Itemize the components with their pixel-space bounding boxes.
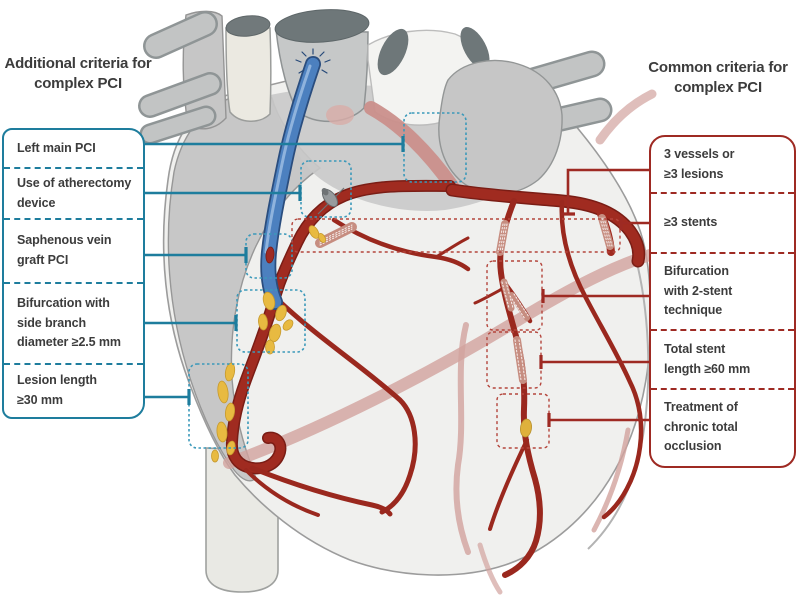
stent (509, 292, 530, 321)
long-lesion-plaque (224, 362, 236, 382)
target-left-main (403, 112, 467, 183)
criteria-lesion-length: Lesion length ≥30 mm (17, 372, 97, 407)
left-criteria-box: Left main PCI Use of atherectomy device … (2, 128, 145, 419)
faded-vessels (223, 89, 666, 595)
bifurcation-plaque (262, 291, 276, 311)
left-main-faded (364, 101, 459, 193)
superior-vena-cava-tube (225, 15, 272, 122)
aortic-arch-branches (138, 11, 222, 145)
left-panel-title: Additional criteria for complex PCI (4, 55, 152, 92)
target-vein-graft (245, 233, 293, 279)
criteria-three-vessels: 3 vessels or ≥3 lesions (651, 137, 794, 194)
great-vessels (138, 9, 613, 195)
atherectomy-device (317, 187, 345, 215)
left-atrium (326, 50, 613, 195)
target-three-stents (291, 218, 621, 253)
saphenous-vein-graft (260, 48, 331, 310)
red-connectors (539, 168, 649, 427)
plaques (211, 225, 532, 463)
cto-occlusion (520, 418, 532, 438)
graft-lesion (265, 246, 275, 264)
right-panel-title: Common criteria for complex PCI (648, 59, 788, 96)
criteria-stent-length: Total stent length ≥60 mm (651, 331, 794, 390)
criteria-left-main-pci: Left main PCI (4, 130, 143, 169)
target-lesion-length (188, 363, 249, 449)
anastomosis-sutures (295, 48, 331, 74)
marginal-branch (559, 199, 644, 520)
diagonal-branch (274, 296, 418, 515)
target-cto (496, 393, 550, 449)
criteria-atherectomy-device: Use of atherectomy device (4, 169, 143, 220)
criteria-three-stents: ≥3 stents (651, 194, 794, 254)
stent (598, 214, 614, 250)
criteria-cto: Treatment of chronic total occlusion (664, 399, 738, 454)
right-criteria-box: 3 vessels or ≥3 lesions ≥3 stents Bifurc… (649, 135, 796, 468)
septal-branch (331, 217, 471, 272)
great-cardiac-vein (223, 246, 666, 469)
criteria-bifurcation-side-branch: Bifurcation with side branch diameter ≥2… (4, 284, 143, 365)
stent (496, 220, 509, 256)
criteria-bifurcation-2stent: Bifurcation with 2-stent technique (651, 254, 794, 331)
criteria-saphenous-graft: Saphenous vein graft PCI (4, 220, 143, 284)
om-artery (497, 198, 543, 578)
stent (500, 278, 515, 312)
stent (513, 336, 527, 384)
coronary-arteries (225, 179, 646, 578)
teal-connectors (145, 136, 405, 405)
